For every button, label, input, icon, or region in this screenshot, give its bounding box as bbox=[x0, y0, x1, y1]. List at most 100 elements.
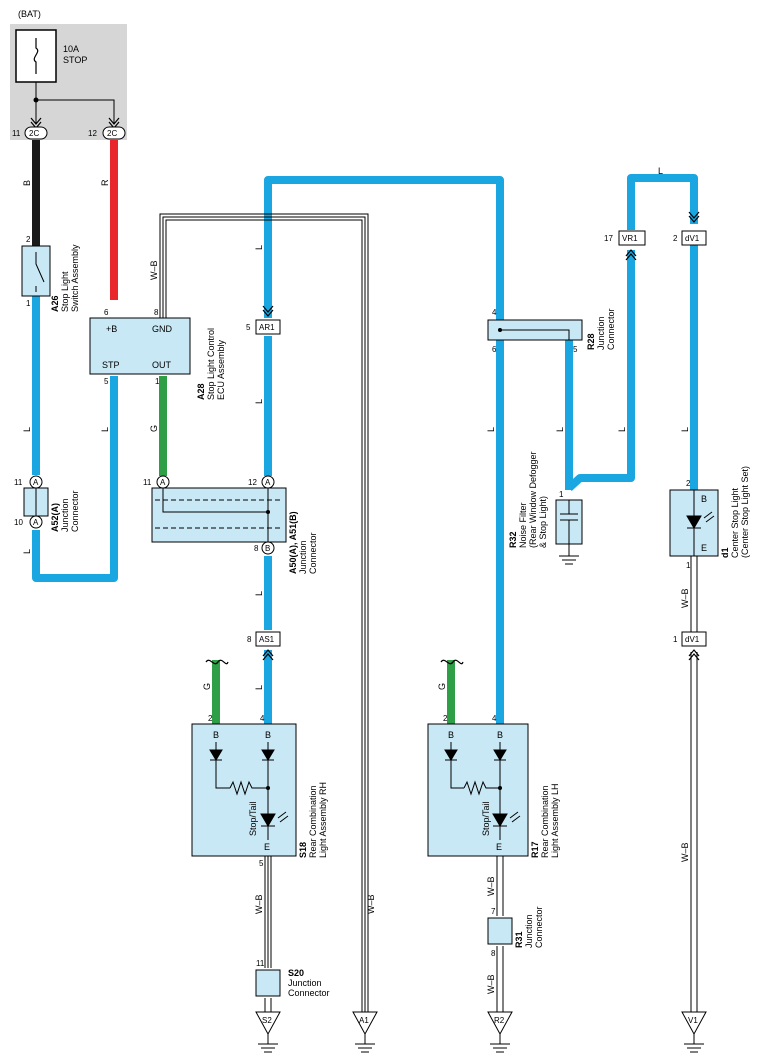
s20-name2: Connector bbox=[288, 988, 330, 998]
ground-r2-label: R2 bbox=[494, 1016, 505, 1025]
wire-label-wb2: W–B bbox=[254, 894, 264, 914]
a28-term-stp: STP bbox=[102, 360, 120, 370]
r28-pin-top: 4 bbox=[492, 308, 497, 317]
a50-link bbox=[162, 488, 269, 542]
fuse-feed bbox=[35, 82, 115, 124]
as1-code: AS1 bbox=[259, 635, 275, 644]
wire-label-g2: G bbox=[202, 683, 212, 690]
ar1-pin: 5 bbox=[246, 323, 251, 332]
r17-term-e: E bbox=[496, 842, 502, 852]
dv1-bottom-connector bbox=[681, 631, 707, 647]
s18-code: S18 bbox=[298, 842, 308, 858]
dv1-top-connector bbox=[681, 230, 707, 246]
wire-label-wb5: W–B bbox=[486, 974, 496, 994]
wire-label-l12: L bbox=[680, 427, 690, 432]
r17-splice bbox=[498, 786, 502, 790]
a50-circle-bottom-label: B bbox=[265, 544, 270, 553]
r17-wave-icon bbox=[440, 659, 464, 665]
r17-diode1-icon bbox=[444, 749, 458, 761]
splice-dot bbox=[33, 97, 39, 103]
dv1-top-code: dV1 bbox=[685, 234, 700, 243]
ground-v1: V1 bbox=[681, 1011, 707, 1053]
r32-ground-icon bbox=[559, 555, 579, 565]
wire-label-l1: L bbox=[22, 427, 32, 432]
d1-pin-bottom: 1 bbox=[686, 561, 691, 570]
pin-2c-right-code: 2C bbox=[107, 129, 117, 138]
a28-name1: Stop Light Control bbox=[206, 328, 216, 400]
a26-pin-top: 2 bbox=[26, 235, 31, 244]
ground-s2: S2 bbox=[255, 1011, 281, 1053]
vr1-arrow-icon bbox=[625, 249, 637, 261]
pin-2c-left-num: 11 bbox=[12, 129, 21, 138]
a26-code: A26 bbox=[50, 295, 60, 312]
s18-term-b2: B bbox=[265, 730, 271, 740]
wire-wb-gnd-a1 bbox=[159, 213, 369, 1012]
wire-label-l4: L bbox=[254, 245, 264, 250]
a28-term-gnd: GND bbox=[152, 324, 173, 334]
a28-pin-gnd: 8 bbox=[154, 308, 159, 317]
r17-led-rays bbox=[509, 811, 521, 823]
s18-stop-tail: Stop/Tail bbox=[248, 801, 258, 836]
pin-2c-left-code: 2C bbox=[29, 129, 39, 138]
a50-pin-right: 12 bbox=[248, 478, 257, 487]
wire-wb-d1-dv1 bbox=[690, 556, 698, 632]
s20-connector bbox=[255, 969, 281, 997]
r32-code: R32 bbox=[508, 531, 518, 548]
r31-name1: Junction bbox=[524, 914, 534, 948]
r17-name2: Light Assembly LH bbox=[550, 783, 560, 858]
wire-label-wb6: W–B bbox=[680, 588, 690, 608]
wire-label-g1: G bbox=[149, 425, 159, 432]
ground-r2: R2 bbox=[487, 1011, 513, 1053]
d1-name1: Center Stop Light bbox=[730, 487, 740, 558]
pin-2c-right-num: 12 bbox=[88, 129, 97, 138]
as1-pin: 8 bbox=[247, 635, 252, 644]
d1-led-icon bbox=[686, 515, 702, 529]
dv1-bottom-code: dV1 bbox=[685, 635, 700, 644]
s20-name1: Junction bbox=[288, 978, 322, 988]
r17-term-b2: B bbox=[497, 730, 503, 740]
wire-label-wb1: W–B bbox=[149, 260, 159, 280]
d1-term-b: B bbox=[701, 494, 707, 504]
s18-wave-icon bbox=[205, 659, 229, 665]
r17-pin-b2: 4 bbox=[492, 714, 497, 723]
wire-label-l3: L bbox=[100, 427, 110, 432]
r31-connector bbox=[487, 917, 513, 945]
r28-pin-left: 6 bbox=[492, 345, 497, 354]
dv1-bottom-arrow-icon bbox=[688, 649, 700, 661]
a50-splice bbox=[266, 510, 270, 514]
ground-s2-label: S2 bbox=[262, 1016, 272, 1025]
wire-wb-s18-s20 bbox=[264, 856, 272, 968]
a28-pin-stp: 5 bbox=[104, 377, 109, 386]
a52-name1: Junction bbox=[60, 498, 70, 532]
r31-name2: Connector bbox=[534, 906, 544, 948]
a28-code: A28 bbox=[196, 383, 206, 400]
a50-pin-bottom: 8 bbox=[254, 544, 259, 553]
dv1-top-arrow-icon bbox=[688, 211, 700, 223]
pin-2c-right bbox=[102, 126, 126, 140]
wire-blue-top-loop bbox=[264, 176, 504, 320]
s18-pin-b1: 2 bbox=[208, 714, 213, 723]
wire-label-l11: L bbox=[658, 166, 663, 176]
r17-term-b1: B bbox=[448, 730, 454, 740]
wire-wb-r17-r31 bbox=[496, 856, 504, 916]
wire-label-wb7: W–B bbox=[680, 842, 690, 862]
a26-pin-bottom: 1 bbox=[26, 299, 31, 308]
r17-name1: Rear Combination bbox=[540, 785, 550, 858]
r28-name2: Connector bbox=[606, 308, 616, 350]
d1-name2: (Center Stop Light Set) bbox=[740, 466, 750, 558]
s18-term-e: E bbox=[264, 842, 270, 852]
d1-term-e: E bbox=[701, 543, 707, 553]
pin-2c-left bbox=[24, 126, 48, 140]
ground-a1: A1 bbox=[352, 1011, 378, 1053]
a28-pin-b: 6 bbox=[104, 308, 109, 317]
dv1-top-pin: 2 bbox=[673, 234, 678, 243]
wire-wb-s20-s2 bbox=[264, 998, 272, 1012]
wire-label-l2: L bbox=[22, 549, 32, 554]
s18-splice bbox=[266, 786, 270, 790]
a50-code: A50(A), A51(B) bbox=[288, 511, 298, 574]
a28-ecu bbox=[89, 317, 191, 375]
s18-led-rays bbox=[277, 811, 289, 823]
r17-led-icon bbox=[492, 813, 508, 827]
wire-label-wb3: W–B bbox=[366, 894, 376, 914]
